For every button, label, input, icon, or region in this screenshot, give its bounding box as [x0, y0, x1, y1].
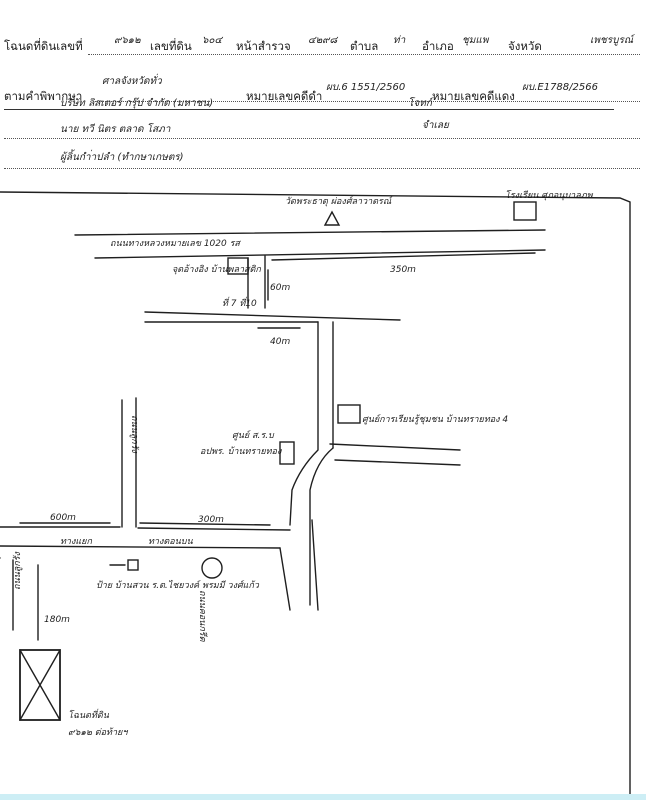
temple-label: วัดพระธาตุ ผ่องศ์ลาวาดรณ์: [285, 196, 393, 207]
well-icon: [201, 557, 223, 579]
arrow-300: [139, 522, 271, 526]
cross-road-top: [144, 311, 401, 321]
road-bottom-label: ถนนคอนกรีต: [197, 590, 208, 643]
learning-center-icon: [337, 404, 361, 424]
subdistrict: ท่า: [393, 35, 406, 46]
sign-label: ป้าย บ้านสวน ร.ต.ไชยวงค์ พรมมี วงศ์แก้ว: [96, 579, 260, 591]
sign-icon: [127, 559, 139, 571]
school-label: โรงเรียน ศุภอนุบาลภพ: [505, 190, 594, 201]
mortgagor-dotline: [4, 168, 640, 169]
title-deed-label: โฉนดที่ดินเลขที่: [4, 39, 83, 53]
mortgagor-name: ผู้ลิ้นกำ่าปลำ (ทำกษาเกษตร): [60, 152, 184, 163]
title-deed-no: ๙๖๑๒: [114, 35, 141, 46]
party-rule: [4, 109, 614, 110]
land-no: ๖๐๔: [202, 35, 223, 46]
district-label: อำเภอ: [422, 39, 454, 53]
land-no-label: เลขที่ดิน: [150, 39, 192, 53]
dist-60-label: 60m: [270, 283, 290, 293]
defendant-role: จำเลย: [422, 120, 449, 131]
soi-left-label: ทางแยก: [60, 537, 92, 547]
location-map: วัดพระธาตุ ผ่องศ์ลาวาดรณ์ โรงเรียน ศุภอน…: [0, 190, 631, 799]
plot-caption-1: โฉนดที่ดิน: [68, 708, 110, 721]
highway-bottom-edge: [94, 249, 546, 259]
defendant-dotline: [4, 138, 640, 139]
land-plot-cross: [19, 649, 61, 721]
plaintiff-role: โจทก์: [408, 98, 432, 109]
arrow-350: [271, 252, 536, 261]
dist-600-label: 600m: [50, 513, 76, 523]
shop-label: จุดอ้างอิง บ้านพลาสติก: [172, 264, 261, 275]
header-dotline: [88, 54, 640, 55]
survey-page-label: หน้าสำรวจ: [236, 39, 291, 53]
province: เพชรบูรณ์: [590, 35, 634, 46]
main-road-curve: [309, 447, 334, 606]
temple-icon: [323, 210, 341, 226]
court-name: ศาลจังหวัดทั่ว: [102, 76, 162, 87]
dist-300-label: 300m: [198, 515, 224, 525]
judgment-label: ตามคำพิพากษา: [4, 89, 83, 103]
bottom-tint-bar: [0, 794, 646, 800]
lower-road-bottom: [0, 545, 281, 549]
school-icon: [513, 201, 537, 221]
highway-top-edge: [74, 229, 546, 236]
shop-icon: [227, 257, 249, 275]
lane-right-bottom: [334, 459, 461, 466]
judgment-dotline: [95, 101, 640, 102]
dist-180-label: 180m: [44, 615, 70, 625]
black-case-label: หมายเลขคดีดำ: [246, 89, 323, 103]
road-vertical-left-label: ถนนลูกรัง: [129, 415, 140, 454]
dist-350-label: 350m: [390, 265, 416, 275]
highway-label: ถนนทางหลวงหมายเลข 1020 รส: [110, 239, 241, 249]
road-far-left-label: ถนนลูกรัง: [12, 551, 23, 590]
main-road-left: [289, 321, 319, 526]
health-center-label: ศูนย์ ส.ร.บ: [232, 430, 275, 441]
soi-mid-label: ทางตอนบน: [148, 537, 193, 547]
km-marker-label: ที่ 7 ที่10: [222, 296, 257, 309]
land-plot: [19, 649, 61, 721]
subdistrict-label: ตำบล: [350, 39, 379, 53]
survey-page: ๔๒๙๘: [308, 35, 338, 46]
bottom-road-right: [279, 547, 291, 611]
black-case-no: ผบ.6 1551/2560: [326, 82, 406, 93]
lower-road-top: [0, 526, 291, 531]
health-center-icon: [279, 441, 295, 465]
red-case-label: หมายเลขคดีแดง: [432, 89, 515, 103]
red-case-no: ผบ.E1788/2566: [522, 82, 598, 93]
village-label: อปพร. บ้านทรายทอง: [200, 446, 282, 457]
map-frame: [0, 191, 631, 799]
dist-40-label: 40m: [270, 337, 290, 347]
district: ชุมแพ: [462, 35, 489, 46]
plaintiff-name: บริษัท ลิสเตอร์ กรุ๊ป จำกัด (มหาชน): [60, 98, 214, 109]
learning-center-label: ศูนย์การเรียนรู้ชุมชน บ้านทรายทอง 4: [362, 414, 508, 425]
plot-caption-2: ๙๖๑๒ ต่อท้ายฯ: [68, 727, 128, 738]
defendant-name: นาย ทวี นิตร ตลาด โสภา: [60, 124, 171, 135]
province-label: จังหวัด: [508, 39, 542, 53]
lane-right-top: [329, 443, 461, 451]
